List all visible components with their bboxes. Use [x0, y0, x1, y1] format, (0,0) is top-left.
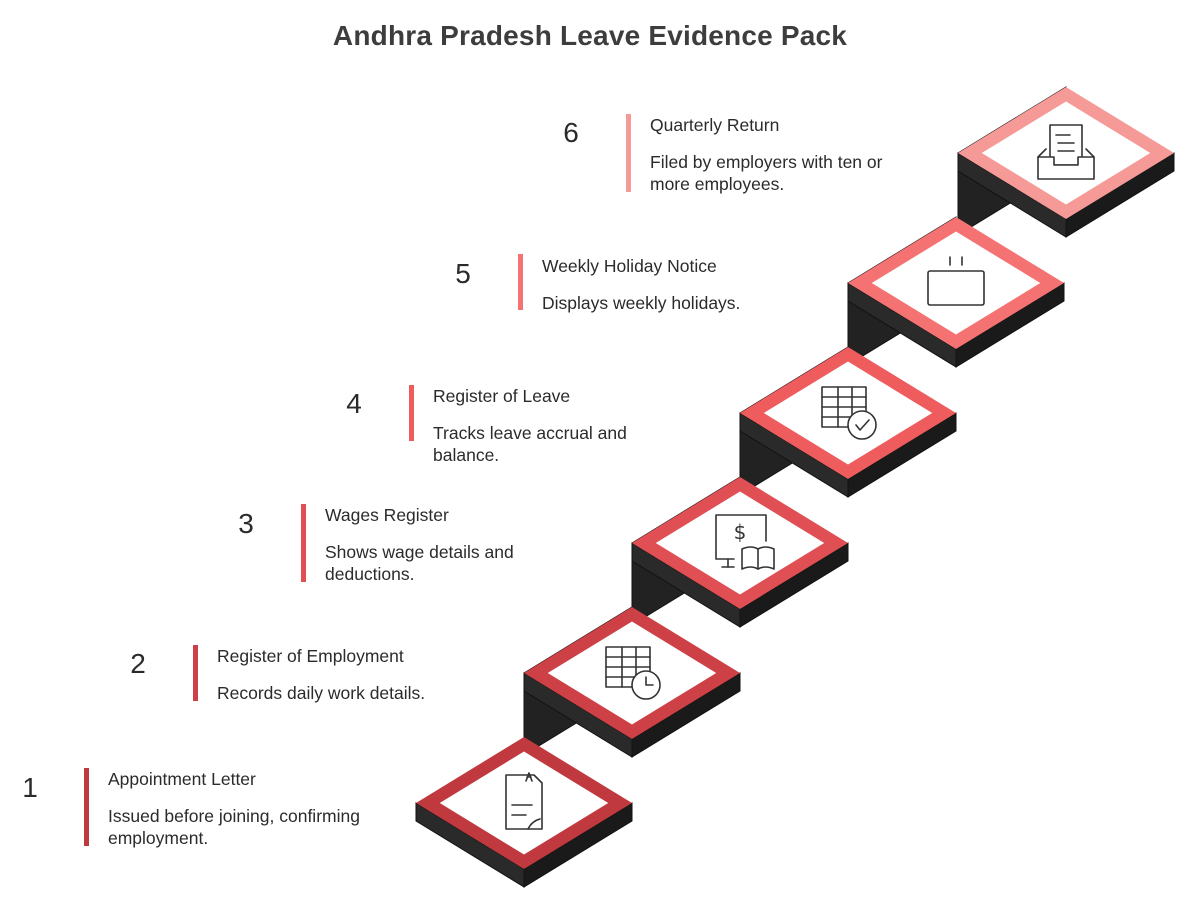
table-check-icon [821, 386, 877, 440]
step-accent-bar [84, 768, 89, 846]
table-clock-icon [605, 646, 661, 700]
step-label: Register of Leave [433, 386, 571, 406]
step-block-2 [523, 606, 741, 758]
step-block-4 [739, 346, 957, 498]
step-description: Issued before joining, confirming employ… [108, 806, 360, 848]
step-number: 3 [238, 508, 254, 539]
step-description: Records daily work details. [217, 683, 426, 703]
step-block-6 [957, 86, 1175, 238]
step-description: Tracks leave accrual and balance. [433, 423, 627, 465]
step-accent-bar [518, 254, 523, 310]
svg-text:$: $ [734, 520, 747, 544]
step-block-5 [847, 216, 1065, 368]
step-label: Wages Register [325, 505, 449, 525]
step-accent-bar [409, 385, 414, 441]
step-label: Quarterly Return [650, 115, 780, 135]
step-number: 2 [130, 648, 146, 679]
step-accent-bar [301, 504, 306, 582]
step-number: 6 [563, 117, 579, 148]
step-number: 4 [346, 388, 362, 419]
step-label: Register of Employment [217, 646, 404, 666]
step-label: Appointment Letter [108, 769, 256, 789]
step-description: Displays weekly holidays. [542, 293, 741, 313]
monitor-dollar-book-icon: $ [715, 514, 775, 570]
step-number: 5 [455, 258, 471, 289]
step-description: Filed by employers with ten or more empl… [650, 152, 883, 194]
step-accent-bar [193, 645, 198, 701]
notice-board-icon [927, 256, 985, 306]
step-accent-bar [626, 114, 631, 192]
diagram-title: Andhra Pradesh Leave Evidence Pack [332, 20, 848, 51]
signed-document-icon [505, 772, 543, 830]
step-description: Shows wage details and deductions. [325, 542, 514, 584]
inbox-tray-document-icon [1037, 124, 1095, 180]
step-label: Weekly Holiday Notice [542, 256, 717, 276]
step-block-3 [631, 476, 849, 628]
step-block-1 [415, 737, 633, 888]
step-number: 1 [22, 772, 38, 803]
